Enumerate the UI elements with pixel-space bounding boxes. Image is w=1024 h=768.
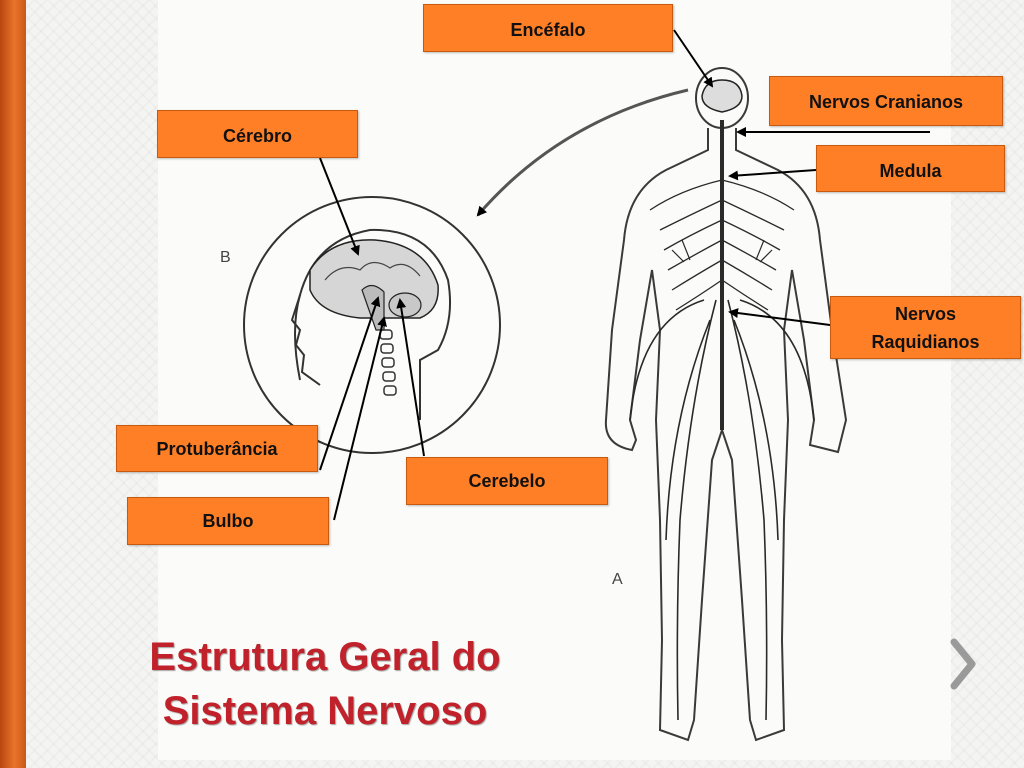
- arrow-protuberancia: [319, 296, 381, 471]
- slide-title-line-2: Sistema Nervoso: [162, 689, 488, 733]
- arrow-nervos-raquidianos: [728, 308, 831, 326]
- figure-letter-a: A: [612, 571, 623, 588]
- slide-title-line-1: Estrutura Geral do: [149, 635, 501, 679]
- arrow-cerebelo: [396, 298, 425, 457]
- side-accent-bar: [0, 0, 26, 768]
- arrow-encefalo: [673, 29, 714, 88]
- slide-title: Estrutura Geral do Sistema Nervoso: [100, 630, 550, 738]
- chevron-right-icon[interactable]: [944, 634, 984, 694]
- label-nervos-cranianos: Nervos Cranianos: [769, 76, 1003, 126]
- figure-letter-b: B: [220, 249, 231, 266]
- curved-arrow: [476, 88, 689, 217]
- arrow-medula: [728, 169, 817, 181]
- label-cerebro: Cérebro: [157, 110, 358, 158]
- pointer-arrows: [319, 29, 930, 521]
- spinal-cord-and-nerves: [629, 120, 815, 721]
- label-encefalo: Encéfalo: [423, 4, 673, 52]
- head-detail-circle: [243, 196, 501, 454]
- label-bulbo: Bulbo: [127, 497, 329, 545]
- label-nervos-raquidianos: Nervos Raquidianos: [830, 296, 1021, 359]
- arrow-bulbo: [333, 316, 387, 521]
- label-cerebelo: Cerebelo: [406, 457, 608, 505]
- brain-small-figure: [701, 79, 743, 113]
- label-protuberancia: Protuberância: [116, 425, 318, 472]
- arrow-cerebro: [319, 157, 360, 256]
- body-outline: [604, 67, 848, 742]
- label-medula: Medula: [816, 145, 1005, 192]
